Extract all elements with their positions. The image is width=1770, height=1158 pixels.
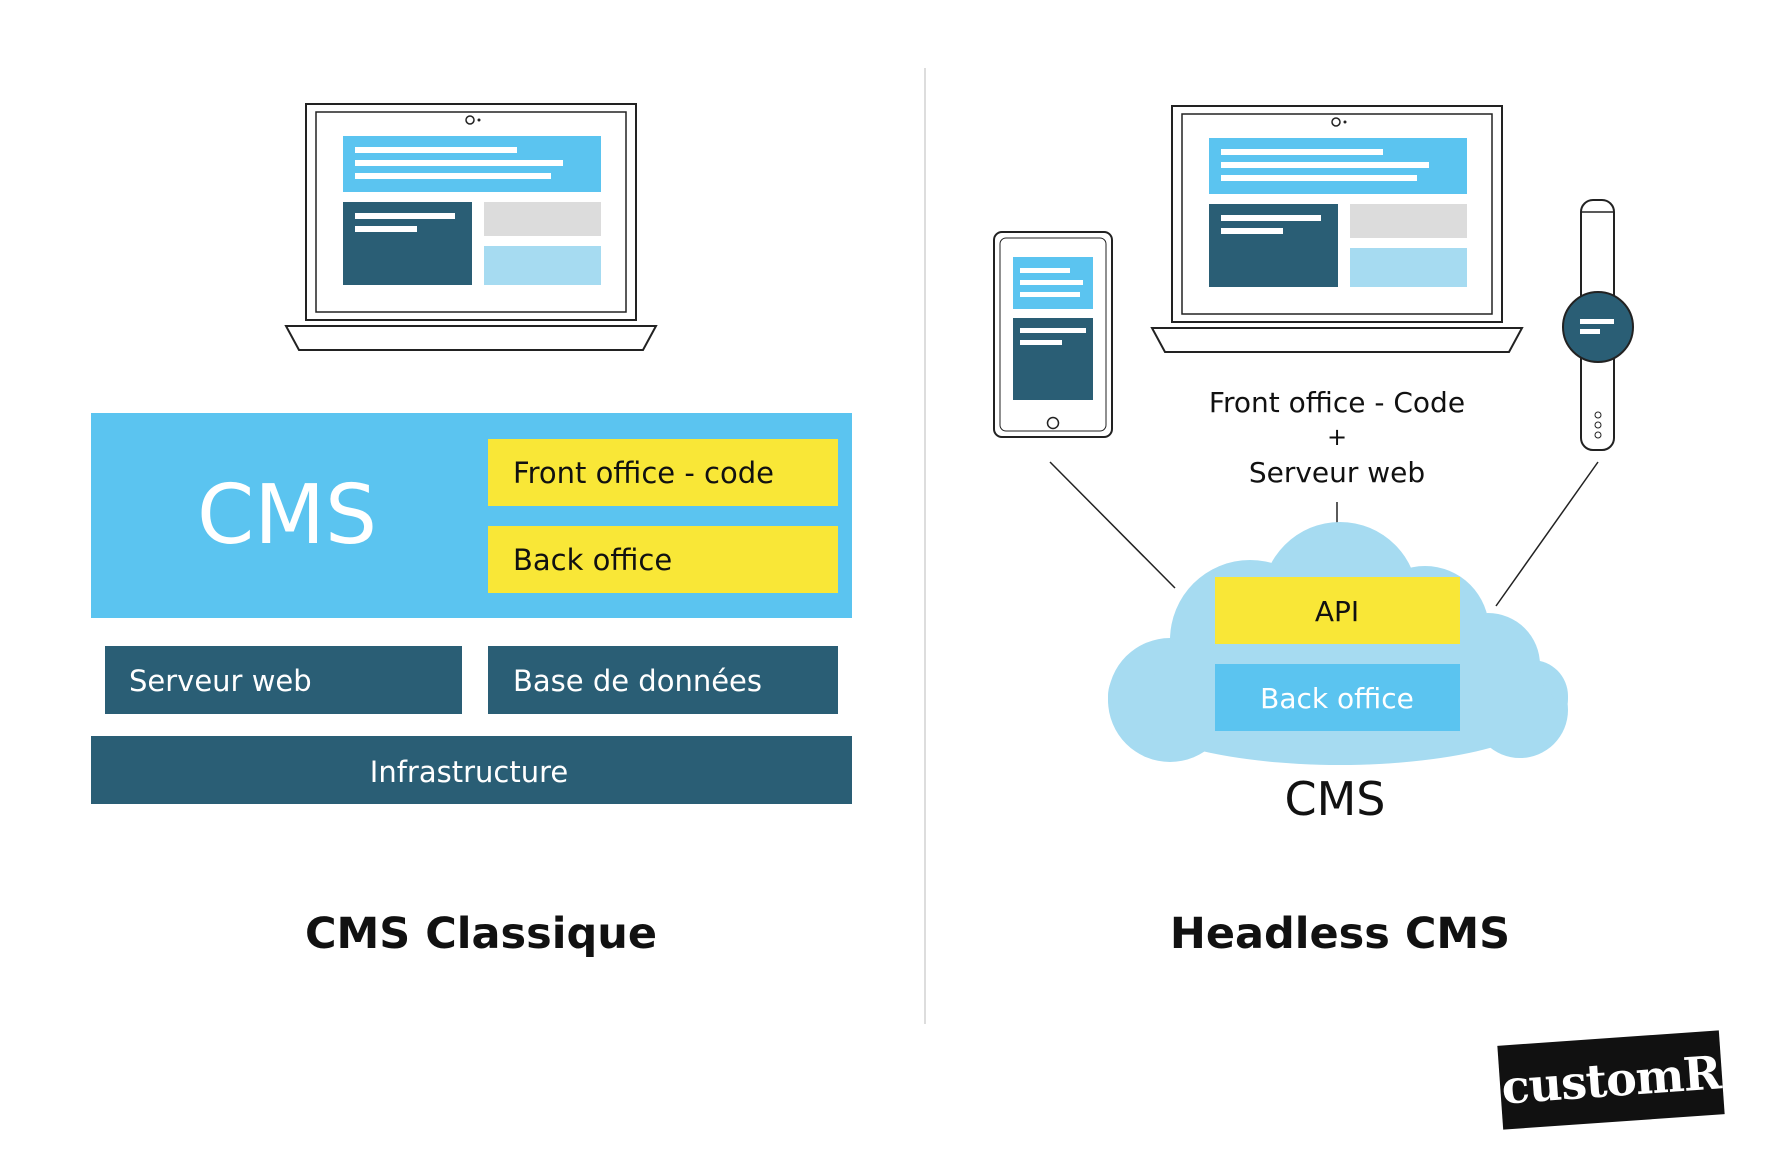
classic-back-office-box (488, 526, 838, 593)
api-box (1215, 577, 1460, 644)
headless-laptop-icon (1150, 105, 1524, 353)
headless-title: Headless CMS (1170, 909, 1510, 959)
api-label: API (1315, 595, 1359, 628)
headless-plus-sign: + (1327, 423, 1347, 451)
classic-database-label: Base de données (513, 664, 762, 698)
headless-back-office-box (1215, 664, 1460, 731)
classic-infrastructure-box (91, 736, 852, 804)
classic-laptop-icon (284, 103, 658, 351)
headless-front-office-line2: Serveur web (1249, 456, 1425, 489)
headless-front-office-line1: Front office - Code (1209, 386, 1465, 419)
classic-web-server-box (105, 646, 462, 714)
headless-cms-label: CMS (1284, 772, 1385, 826)
connector-watch (1495, 461, 1599, 607)
classic-front-office-label: Front office - code (513, 456, 774, 490)
classic-back-office-label: Back office (513, 543, 672, 577)
classic-cms-label: CMS (197, 468, 377, 563)
classic-web-server-label: Serveur web (129, 664, 312, 698)
classic-title: CMS Classique (305, 909, 657, 959)
customr-logo: customR (1497, 1030, 1725, 1130)
classic-infrastructure-label: Infrastructure (370, 755, 568, 789)
phone-icon (993, 231, 1113, 438)
classic-database-box (488, 646, 838, 714)
headless-back-office-label: Back office (1260, 682, 1414, 715)
classic-front-office-box (488, 439, 838, 506)
smartwatch-icon (1562, 199, 1634, 451)
connector-phone (1049, 461, 1176, 589)
